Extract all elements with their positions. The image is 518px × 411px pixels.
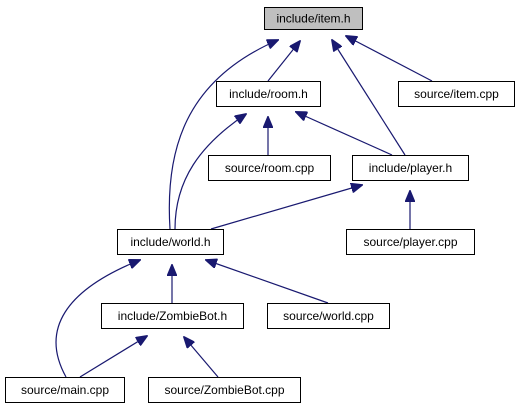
node-label: source/ZombieBot.cpp	[164, 383, 284, 397]
node-box	[264, 7, 363, 30]
edge-main-cpp-to-zombiebot-h	[79, 336, 147, 378]
edge-main-cpp-to-world-h	[55, 260, 140, 378]
edge-item-cpp-to-item-h	[346, 36, 433, 82]
node-box	[346, 229, 475, 255]
node-box	[117, 229, 224, 255]
nodes-layer: include/item.h include/room.h source/item.…	[5, 7, 515, 403]
node-main-cpp[interactable]: source/main.cpp	[5, 377, 125, 403]
edge-world-h-to-item-h	[168, 40, 278, 230]
edge-player-h-to-room-h	[296, 112, 393, 156]
node-room-h[interactable]: include/room.h	[216, 81, 321, 107]
node-label: include/world.h	[130, 235, 210, 249]
node-world-cpp[interactable]: source/world.cpp	[267, 303, 390, 329]
node-box	[267, 303, 390, 329]
edge-world-h-to-player-h	[210, 185, 362, 230]
node-item-h[interactable]: include/item.h	[264, 7, 363, 30]
node-label: include/player.h	[369, 161, 452, 175]
node-zombiebot-h[interactable]: include/ZombieBot.h	[101, 303, 244, 329]
node-world-h[interactable]: include/world.h	[117, 229, 224, 255]
node-box	[101, 303, 244, 329]
node-box	[216, 81, 321, 107]
node-label: source/item.cpp	[414, 87, 499, 101]
node-zombiebot-cpp[interactable]: source/ZombieBot.cpp	[148, 377, 301, 403]
node-room-cpp[interactable]: source/room.cpp	[208, 155, 331, 181]
node-box	[352, 155, 469, 181]
node-box	[208, 155, 331, 181]
edge-zombiebot-cpp-to-zombiebot-h	[184, 337, 219, 378]
node-label: include/item.h	[276, 12, 350, 26]
node-label: source/player.cpp	[363, 235, 457, 249]
edge-world-h-to-room-h	[174, 114, 246, 230]
edge-world-cpp-to-world-h	[206, 260, 329, 304]
node-label: source/world.cpp	[283, 309, 374, 323]
node-label: include/room.h	[229, 87, 308, 101]
edge-room-h-to-item-h	[267, 41, 300, 82]
node-player-cpp[interactable]: source/player.cpp	[346, 229, 475, 255]
node-label: source/room.cpp	[225, 161, 315, 175]
node-item-cpp[interactable]: source/item.cpp	[398, 81, 515, 107]
node-box	[398, 81, 515, 107]
node-box	[148, 377, 301, 403]
node-label: source/main.cpp	[21, 383, 109, 397]
node-player-h[interactable]: include/player.h	[352, 155, 469, 181]
node-label: include/ZombieBot.h	[118, 309, 227, 323]
node-box	[5, 377, 125, 403]
edge-player-h-to-item-h	[332, 40, 406, 156]
edges-layer	[55, 36, 433, 378]
